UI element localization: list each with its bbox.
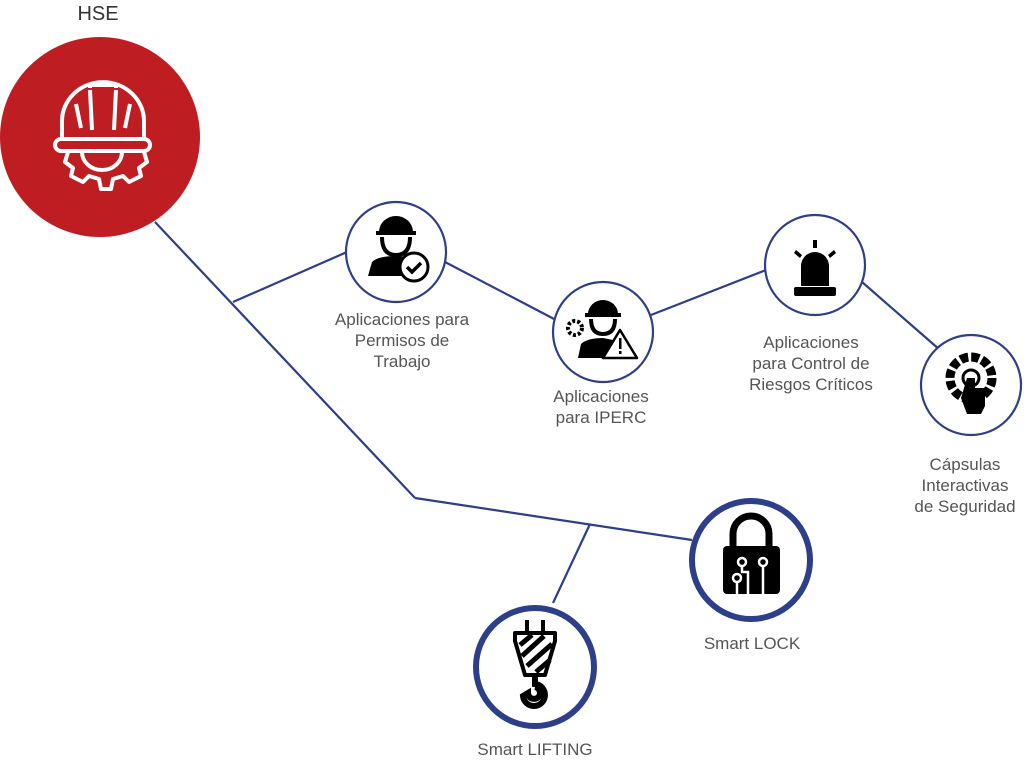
hse-node[interactable] [0,37,200,237]
hardhat-gear-icon [53,80,152,191]
node-riesgos[interactable] [763,213,867,317]
line-riesgos [650,268,767,317]
label-line: Cápsulas [929,455,1001,474]
label-line: Aplicaciones para [334,310,470,329]
label-line: Aplicaciones [553,387,649,406]
label-line: para Control de [752,354,870,373]
label-line: Permisos de [354,331,450,350]
node-permisos[interactable] [344,200,448,304]
connector-lines [154,221,941,604]
label-line: Interactivas [921,476,1009,495]
siren-icon [794,240,836,296]
node-lifting[interactable] [473,605,597,729]
touch-icon [945,352,997,414]
line-permisos [232,250,348,304]
node-capsulas[interactable] [919,333,1023,437]
crane-hook-icon [513,620,557,709]
label-lifting: Smart LIFTING [477,739,592,760]
line-capsulas [861,281,941,351]
label-line: Aplicaciones [763,333,859,352]
worker-check-icon [368,216,430,283]
label-permisos: Aplicaciones para Permisos de Trabajo [335,309,469,372]
node-lock[interactable] [689,498,813,622]
line-lock [414,496,693,542]
label-line: Riesgos Críticos [749,375,873,394]
label-lock: Smart LOCK [704,633,800,654]
label-line: Smart LIFTING [477,740,593,759]
smart-lock-icon [723,512,780,594]
label-line: Smart LOCK [703,634,801,653]
node-iperc[interactable] [551,280,655,384]
label-line: de Seguridad [914,497,1016,516]
line-iperc [444,261,557,321]
worker-warning-icon [566,300,639,360]
label-riesgos: Aplicaciones para Control de Riesgos Crí… [749,332,873,395]
line-lifting [552,523,591,604]
label-line: para IPERC [555,408,647,427]
label-line: Trabajo [373,352,431,371]
hse-label: HSE [77,3,119,25]
line-trunk [154,221,416,499]
label-iperc: Aplicaciones para IPERC [553,386,648,428]
label-capsulas: Cápsulas Interactivas de Seguridad [914,454,1015,517]
